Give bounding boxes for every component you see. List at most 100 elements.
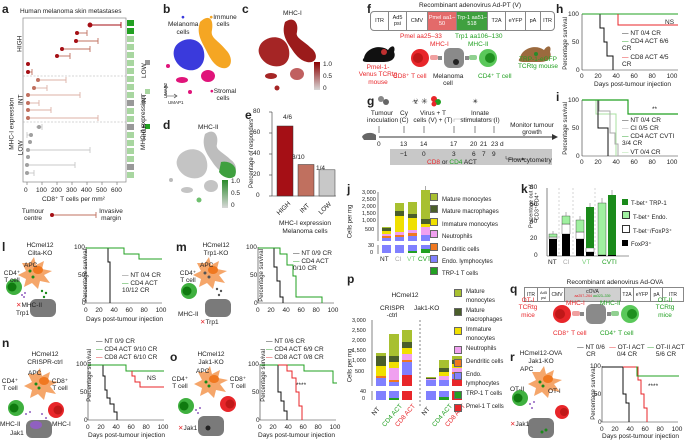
q-construct-pa: pA — [651, 288, 663, 301]
panel-label-i: i — [556, 90, 560, 104]
l-ytick-100: 100 — [74, 244, 85, 251]
n-apc-label: APC — [28, 370, 42, 377]
n-cd4-label: CD4⁺ T cell — [1, 378, 19, 393]
m-apc-label: APC — [200, 262, 214, 269]
l-ytick-50: 50 — [78, 272, 86, 279]
k-cat-vt: VT — [582, 259, 591, 266]
r-apc-label: APC — [520, 366, 534, 373]
svg-text:✳: ✳ — [421, 97, 428, 106]
g-day-20: 20 — [470, 141, 478, 148]
j-legend-endo-lymphocytes: Endo. lymphocytes — [430, 255, 499, 267]
e-ytick-80: 80 — [253, 108, 261, 115]
a-xtick-0: 0 — [24, 187, 28, 194]
l-xlabel: Days post-tumour injection — [86, 316, 163, 323]
p-ytick-0: 0 — [362, 396, 366, 402]
k-cat-nt: NT — [548, 259, 557, 266]
e-label-1-4: 1/4 — [316, 165, 326, 172]
trp1-epitope: Trp1 aa106–130 — [455, 33, 503, 40]
k-ytick-60: 60 — [530, 201, 538, 208]
o-xticks: 0 20 40 60 80 100 — [258, 424, 341, 431]
panel-f-schematic — [362, 46, 551, 68]
panel-c-title: MHC-I — [283, 10, 302, 17]
m-ytick-100: 100 — [246, 244, 257, 251]
q-mhc1-label: MHC-I — [566, 300, 585, 307]
n-title2: CRISPR-ctrl — [27, 359, 63, 366]
r-ytick-100: 100 — [590, 363, 601, 370]
panel-r-survival-chart — [601, 366, 679, 423]
panel-label-h: h — [556, 2, 564, 16]
pmel-epitope: Pmel aa25–33 — [400, 33, 442, 40]
e-ytick-20: 20 — [253, 171, 261, 178]
r-title1: HCmel12-OVA — [519, 350, 563, 357]
q-cd8-label: CD8⁺ T cell — [553, 330, 587, 337]
mhc2-low-label: LOW — [141, 63, 148, 78]
panel-label-m: m — [176, 240, 187, 254]
r-xlabel: Days post-tumour injection — [602, 433, 679, 440]
o-ytick-0: 0 — [256, 417, 260, 424]
construct-pmel: Pmel aa1–50 — [428, 12, 457, 30]
o-apc-label: APC — [196, 368, 210, 375]
p-legend: Mature monocytes Mature macrophages Imma… — [454, 288, 514, 412]
n-mhc1-label: MHC-I — [52, 421, 71, 428]
g-step-virus-tcells: Virus + T cells (V) + (T) — [413, 110, 453, 125]
f-cd8-label: CD8⁺ T cell — [393, 73, 427, 80]
o-cd4-label: CD4⁺ T cell — [171, 376, 189, 391]
g-day-14: 14 — [420, 141, 428, 148]
i-xticks: 0 20 40 60 80 100 — [580, 159, 678, 166]
m-ytick-50: 50 — [250, 272, 258, 279]
e-ytick-40: 40 — [253, 150, 261, 157]
j-ylabel: Cells per mg — [347, 204, 354, 239]
mhc2-high-label: HIGH — [141, 123, 148, 140]
p-ytick-2500: 2,500 — [352, 328, 366, 334]
svg-text:☣: ☣ — [412, 97, 419, 106]
q-ot1-mouse: OT-I TCRtg mice — [518, 297, 538, 319]
l-cd4-label: CD4⁺ T cell — [3, 270, 21, 285]
p-ytick-500: 500 — [355, 369, 365, 375]
j-cat-nt: NT — [380, 256, 389, 263]
p-ytick-40: 40 — [360, 389, 367, 395]
ad-pt-construct: ITR Ad5 psi CMV Pmel aa1–50 Trp-1 aa51–5… — [370, 11, 555, 31]
label-stromal-cells: ●Stromal cells — [209, 88, 237, 103]
g-rel-7: 7 — [482, 151, 486, 158]
l-xticks: 0 20 40 60 80 100 — [84, 307, 167, 314]
o-ytick-100: 100 — [248, 361, 259, 368]
a-xtick-500: 500 — [96, 187, 107, 194]
h-ytick-100: 100 — [568, 11, 579, 18]
h-ytick-50: 50 — [572, 39, 580, 46]
o-cd8-label: CD8⁺ T cell — [229, 376, 247, 391]
j-ytick-500: 500 — [365, 227, 375, 233]
r-ot2-label: OT-II — [510, 386, 525, 393]
panel-e-xlabel2: Melanoma cells — [282, 228, 328, 235]
p-ytick-2000: 2,000 — [352, 338, 366, 344]
n-ytick-0: 0 — [84, 417, 88, 424]
h-legend-cd8: — CD8 ACT 4/5 CR — [622, 54, 669, 69]
panel-a-title: Human melanoma skin metastases — [20, 8, 122, 15]
n-legend-cd4: — CD4 ACT 9/10 CR — [96, 346, 158, 353]
k-ytick-20: 20 — [530, 235, 538, 242]
panel-label-e: e — [245, 108, 252, 122]
c-scale-0: 0 — [323, 85, 327, 92]
p-group-crispr: CRISPR -ctrl — [380, 305, 405, 320]
q-cd4-label: CD4⁺ T cell — [600, 330, 634, 337]
j-legend-neutrophils: Neutrophils — [430, 230, 499, 242]
o-title1: HCmel12 — [197, 351, 225, 358]
d-scale-1: 1.0 — [231, 178, 241, 185]
panel-label-k: k — [521, 182, 528, 196]
construct-eyfp: eYFP — [506, 12, 526, 30]
n-xticks: 0 20 40 60 80 100 — [86, 424, 169, 431]
m-title2: Trp1-KO — [203, 250, 229, 257]
g-monitor-label: Monitor tumour growth — [510, 122, 554, 137]
legend-invasive-margin: Invasive margin — [99, 208, 123, 223]
i-ytick-100: 100 — [568, 97, 579, 104]
q-construct-cmv: CMV — [550, 288, 565, 301]
d-scale-05: 0.5 — [231, 190, 241, 197]
m-title1: HCmel12 — [202, 242, 230, 249]
p-legend-mature-monocytes: Mature monocytes — [454, 288, 514, 305]
g-day-23: 23 d — [491, 141, 504, 148]
panel-r-schematic — [512, 366, 569, 438]
n-legend-nt: — NT 0/9 CR — [96, 338, 135, 345]
r-ot1-label: OT-I — [548, 388, 561, 395]
panel-b-umap — [163, 17, 231, 99]
p-legend-immature-monocytes: Immature monocytes — [454, 326, 514, 343]
l-mhc2-label: ✕MHC-II — [16, 302, 43, 309]
